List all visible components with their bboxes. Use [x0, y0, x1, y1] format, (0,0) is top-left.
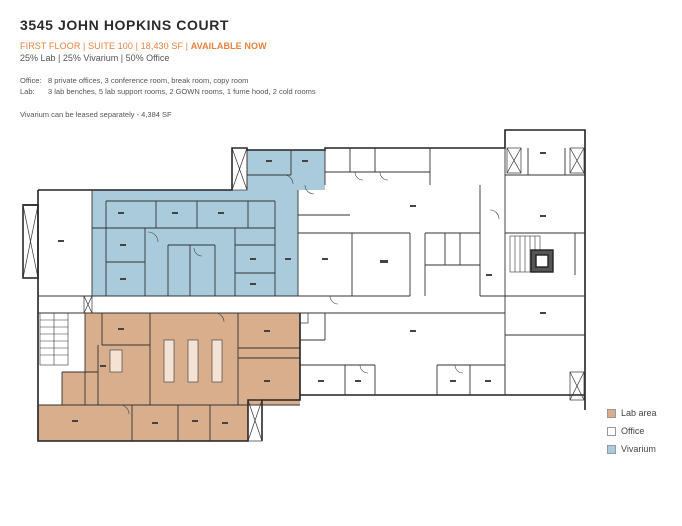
legend-label-vivarium: Vivarium [621, 444, 656, 454]
lab-program-row: Lab: 3 lab benches, 5 lab support rooms,… [20, 86, 316, 97]
legend-item-lab: Lab area [607, 404, 657, 422]
office-swatch [607, 426, 616, 436]
space-mix: 25% Lab | 25% Vivarium | 50% Office [20, 53, 170, 63]
office-program-label: Office: [20, 76, 42, 85]
room-tags [58, 152, 546, 424]
office-program-row: Office: 8 private offices, 3 conference … [20, 75, 316, 86]
legend-label-lab: Lab area [621, 408, 657, 418]
legend-item-office: Office [607, 422, 657, 440]
lab-benches [109, 339, 223, 383]
page-title: 3545 JOHN HOPKINS COURT [20, 17, 230, 33]
elevator-core [530, 249, 554, 273]
legend-item-vivarium: Vivarium [607, 440, 657, 458]
suite-info: FIRST FLOOR | SUITE 100 | 18,430 SF | AV… [20, 41, 267, 51]
vivarium-zone [92, 150, 325, 296]
availability-badge: AVAILABLE NOW [190, 41, 267, 51]
shaft-markers [22, 147, 585, 442]
lab-program-label: Lab: [20, 87, 35, 96]
vivarium-swatch [607, 444, 616, 454]
lab-program-text: 3 lab benches, 5 lab support rooms, 2 GO… [48, 87, 316, 96]
legend-label-office: Office [621, 426, 645, 436]
suite-details: FIRST FLOOR | SUITE 100 | 18,430 SF | [20, 41, 191, 51]
office-program-text: 8 private offices, 3 conference room, br… [48, 76, 249, 85]
vivarium-note: Vivarium can be leased separately - 4,38… [20, 110, 172, 119]
legend: Lab area Office Vivarium [607, 404, 657, 458]
door-swings [119, 171, 500, 415]
program-summary: Office: 8 private offices, 3 conference … [20, 75, 316, 97]
lab-swatch [607, 408, 616, 418]
